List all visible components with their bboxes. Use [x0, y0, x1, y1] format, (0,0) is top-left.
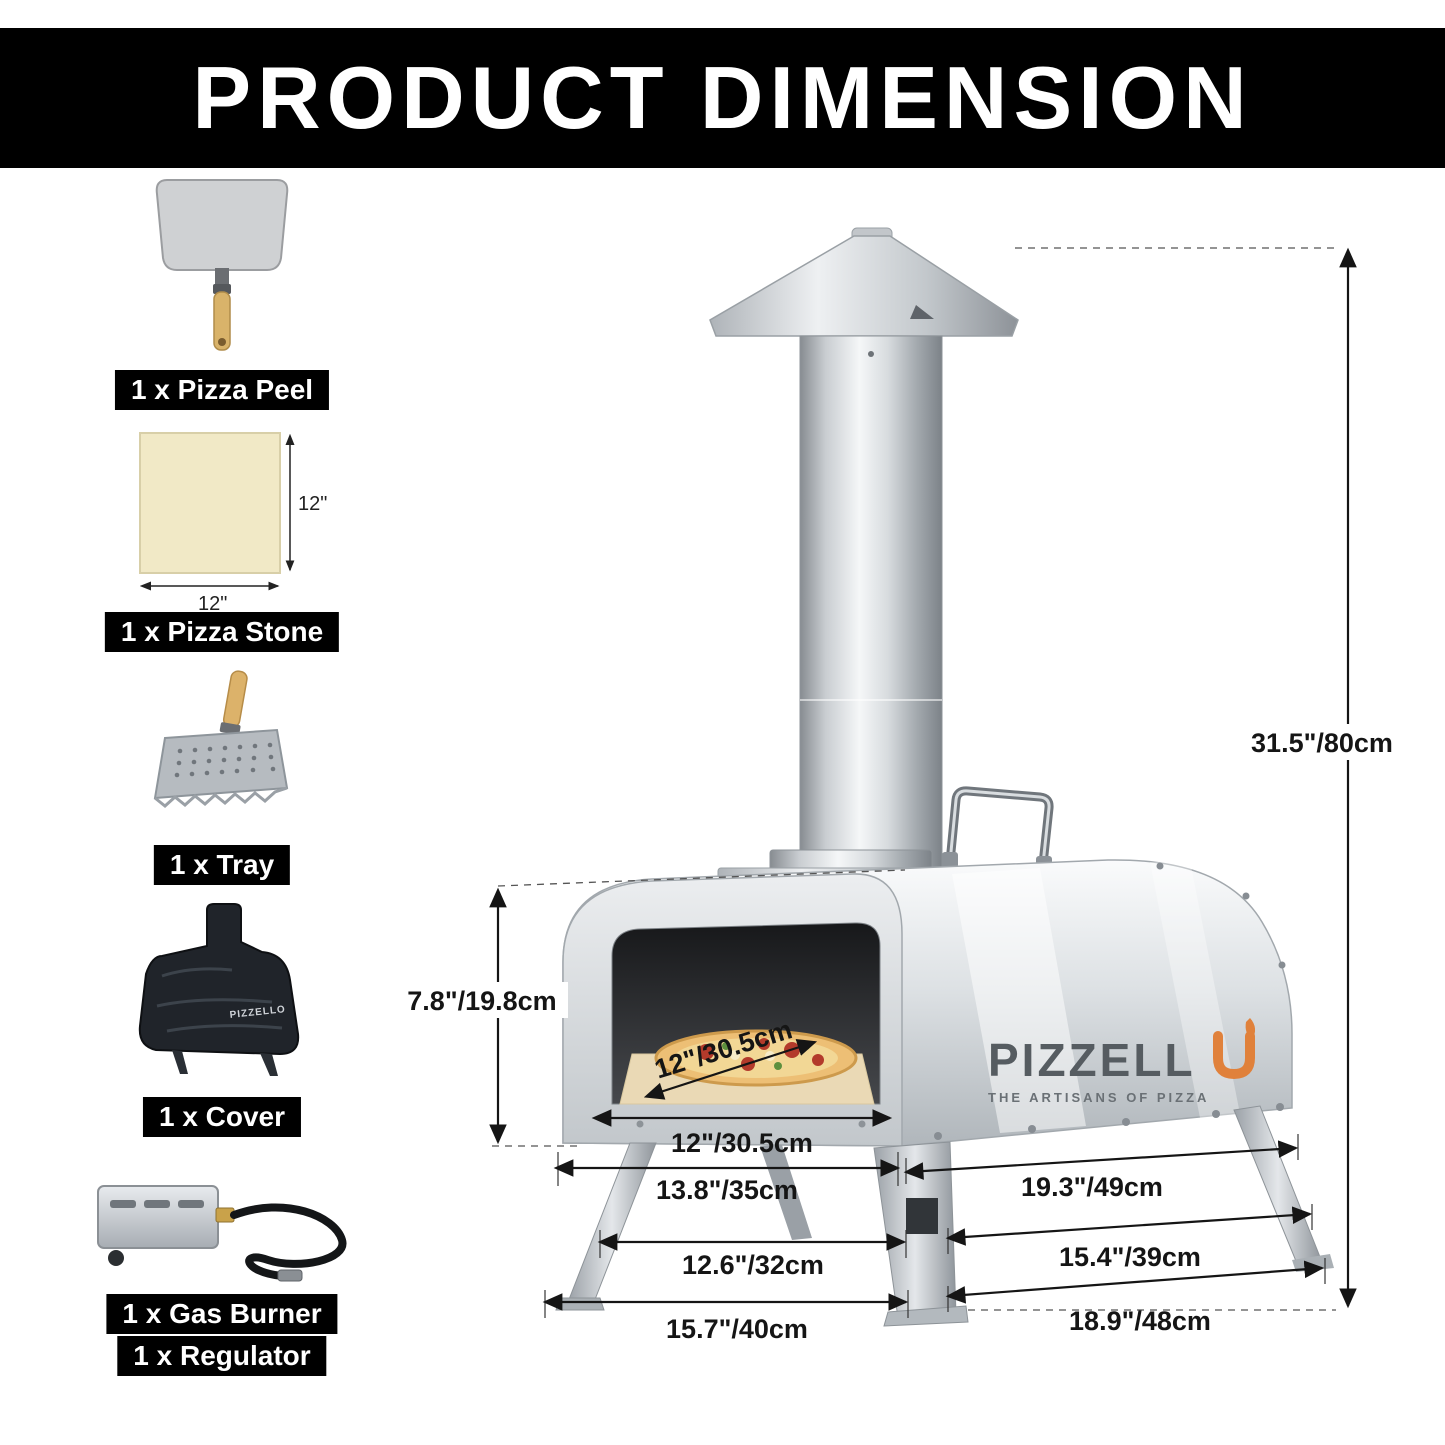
chimney-cap-cone	[709, 235, 1019, 337]
dim-base-side-depth-line	[945, 1260, 1325, 1304]
dim-base-side-depth-label: 18.9"/48cm	[1069, 1306, 1211, 1336]
label-backing	[1238, 724, 1408, 760]
brand-logo-text: PIZZELL	[988, 1034, 1196, 1086]
dim-stone-diagonal-line	[643, 1039, 818, 1100]
cover-icon: PIZZELLO	[138, 903, 300, 1076]
tray-icon	[153, 670, 289, 808]
oven-handle	[945, 786, 1054, 869]
gas-burner-icon	[97, 1185, 347, 1282]
front-rivet	[636, 1120, 644, 1128]
cover-label: 1 x Cover	[142, 1097, 302, 1137]
dim-side-depth-line	[903, 1140, 1299, 1180]
dim-side-leg-span-line	[945, 1206, 1313, 1246]
construction-lines	[492, 247, 1336, 1311]
dim-side-leg-span-label: 15.4"/39cm	[1059, 1242, 1201, 1272]
side-rivets	[934, 862, 1286, 1140]
chimney-screw	[868, 351, 874, 357]
cone-vent-mark	[910, 305, 934, 319]
stone-height-label: 12"	[298, 493, 327, 515]
leg-front-left	[567, 1142, 657, 1303]
front-rivet	[858, 1120, 866, 1128]
pizza-stone-icon: 12" 12"	[139, 432, 327, 615]
gas-burner-label: 1 x Gas Burner	[106, 1294, 338, 1334]
dim-total-height-label: 31.5"/80cm	[1251, 728, 1393, 758]
foot-front-center	[883, 1305, 969, 1327]
oven-handle-highlight	[948, 789, 1051, 866]
foot-front-left	[555, 1297, 605, 1311]
dim-front-width-label: 13.8"/35cm	[656, 1175, 798, 1205]
body-highlight-streak	[952, 868, 1086, 1133]
leg-cutout	[906, 1198, 938, 1234]
handle-bracket-left	[942, 852, 958, 868]
leg-rear-right	[1233, 1105, 1323, 1267]
dim-side-depth-label: 19.3"/49cm	[1021, 1172, 1163, 1202]
chimney-pipe	[799, 335, 943, 873]
header-banner: PRODUCT DIMENSION	[0, 28, 1445, 168]
dim-base-front-width-label: 15.7"/40cm	[666, 1314, 808, 1344]
regulator-label: 1 x Regulator	[117, 1336, 327, 1376]
dim-opening-height-label: 7.8"/19.8cm	[407, 986, 556, 1016]
page-title: PRODUCT DIMENSION	[192, 48, 1253, 147]
tray-label: 1 x Tray	[153, 845, 291, 885]
pizza-peel-icon	[155, 179, 289, 351]
dim-opening-width-label: 12"/30.5cm	[671, 1128, 813, 1158]
dim-front-leg-span-label: 12.6"/32cm	[682, 1250, 824, 1280]
stone-width-label: 12"	[198, 593, 227, 615]
flame-tip-icon	[1245, 1018, 1256, 1040]
pizza-peel-label: 1 x Pizza Peel	[114, 370, 330, 410]
label-backing	[396, 982, 568, 1018]
flame-o-icon	[1213, 1031, 1255, 1080]
brand-tagline: THE ARTISANS OF PIZZA	[988, 1090, 1209, 1105]
pizza-stone-label: 1 x Pizza Stone	[104, 612, 340, 652]
